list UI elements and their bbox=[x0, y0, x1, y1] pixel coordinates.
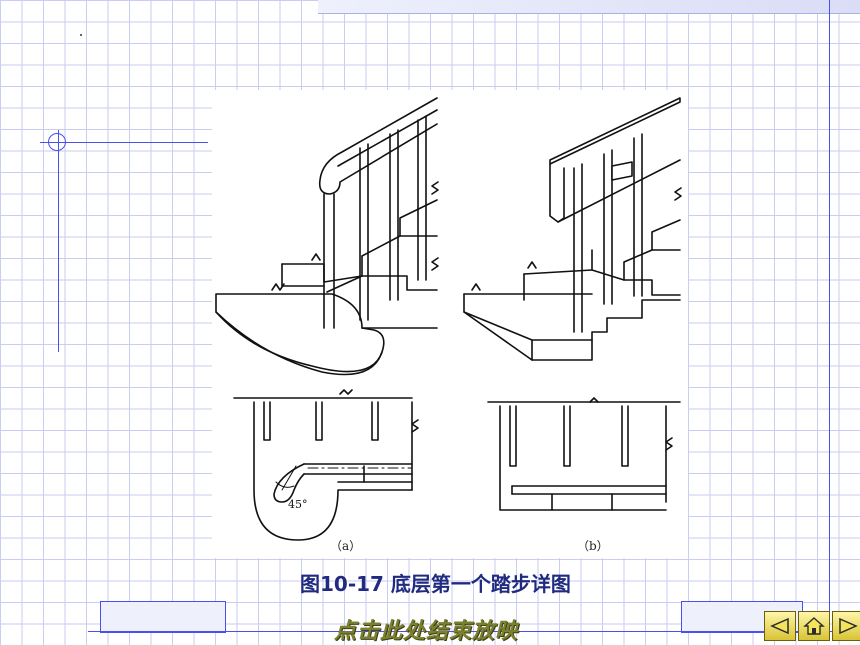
end-slideshow-link[interactable]: 点击此处结束放映 bbox=[334, 618, 519, 644]
figure-caption: 图10-17 底层第一个踏步详图 bbox=[300, 572, 571, 596]
triangle-left-icon bbox=[770, 617, 789, 635]
back-button[interactable] bbox=[764, 611, 796, 641]
home-button[interactable] bbox=[798, 611, 830, 641]
stair-detail-figure: （a） （b） 45° bbox=[212, 90, 688, 558]
bottom-decor-box-left bbox=[100, 601, 226, 633]
bottom-decor-line bbox=[88, 631, 848, 632]
stair-drawing bbox=[215, 97, 682, 541]
home-icon bbox=[803, 617, 825, 635]
figure-label-a: （a） bbox=[330, 539, 362, 553]
drawing-a-plan bbox=[233, 389, 419, 541]
nav-buttons bbox=[762, 611, 860, 643]
triangle-right-icon bbox=[839, 617, 858, 635]
angle-label: 45° bbox=[288, 498, 308, 511]
drawing-a-perspective bbox=[215, 97, 439, 376]
left-decor-hline bbox=[40, 142, 208, 143]
right-decor-line bbox=[829, 0, 830, 612]
drawing-b-plan bbox=[487, 397, 681, 511]
decor-dot bbox=[80, 34, 82, 36]
drawing-b-perspective bbox=[463, 97, 682, 361]
decor-circle bbox=[48, 133, 66, 151]
top-decor-bar bbox=[318, 0, 860, 14]
figure-label-b: （b） bbox=[577, 539, 609, 553]
forward-button[interactable] bbox=[832, 611, 860, 641]
left-decor-line bbox=[58, 130, 59, 352]
